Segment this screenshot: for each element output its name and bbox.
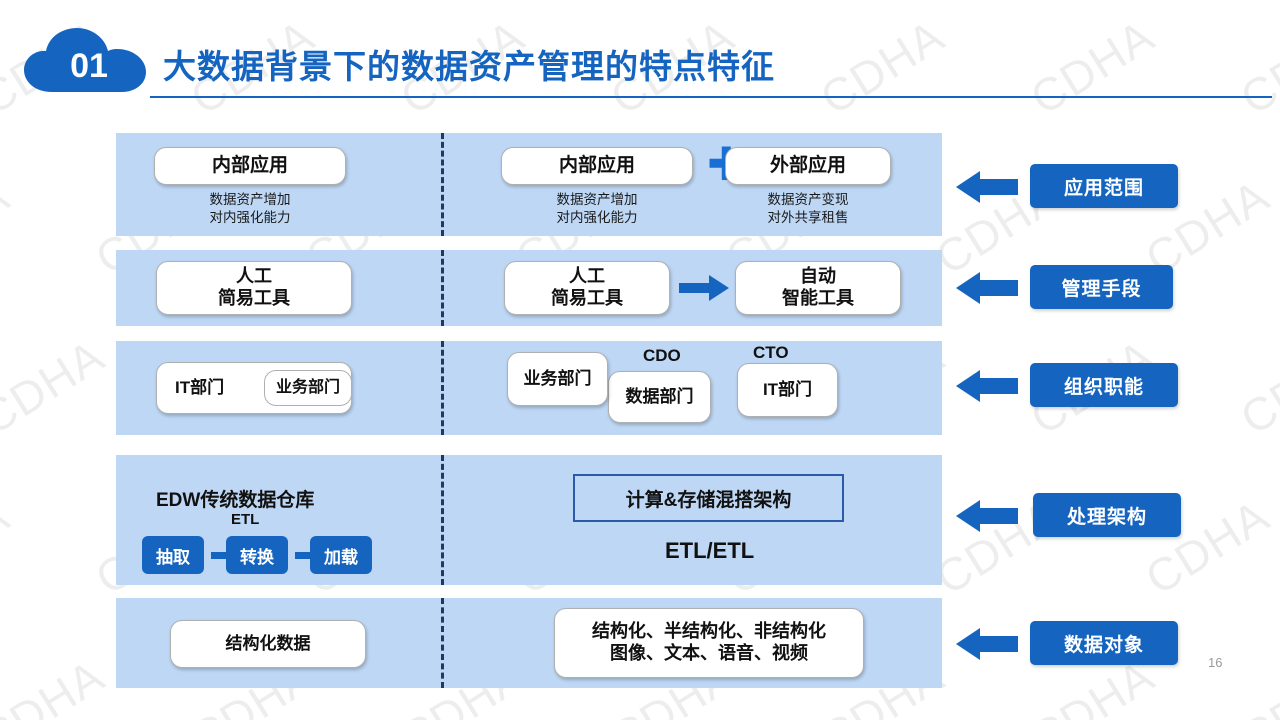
slide-header: 01 大数据背景下的数据资产管理的特点特征: [0, 0, 1280, 110]
title-underline: [150, 96, 1272, 98]
cloud-icon: [24, 28, 146, 92]
box-label: 计算&存储混搭架构: [625, 489, 792, 511]
etl-step-transform: 转换: [226, 536, 288, 574]
box-label-line1: 人工: [569, 266, 605, 287]
box-label-line1: 结构化、半结构化、非结构化: [592, 621, 826, 642]
box-label-line1: 人工: [236, 266, 272, 287]
box-label: 外部应用: [769, 155, 846, 177]
row-divider: [441, 455, 444, 585]
box-business-department-left: 业务部门: [264, 370, 352, 406]
box-hybrid-architecture: 计算&存储混搭架构: [573, 474, 844, 522]
caption-cdo: CDO: [643, 346, 681, 365]
box-label-line1: 自动: [800, 266, 836, 287]
row-processing-architecture: EDW传统数据仓库 ETL 抽取 转换 加载 计算&存储混搭架构 ETL/ETL: [116, 455, 942, 585]
watermark-text: CDHA: [1231, 649, 1280, 720]
step-label: 抽取: [156, 547, 190, 567]
right-arrow-icon-management: [679, 275, 729, 301]
left-arrow-icon-processing-architecture: [956, 500, 1018, 532]
box-external-app: 外部应用: [725, 147, 891, 185]
box-label: IT部门: [762, 379, 813, 399]
box-label-line2: 简易工具: [551, 288, 623, 308]
box-label: 结构化数据: [225, 633, 311, 653]
box-internal-app-right: 内部应用: [501, 147, 693, 185]
watermark-text: CDHA: [0, 169, 18, 285]
row-divider: [441, 250, 444, 326]
box-internal-app-left: 内部应用: [154, 147, 346, 185]
left-arrow-icon-application-scope: [956, 171, 1018, 203]
step-label: 转换: [240, 547, 274, 567]
left-arrow-icon-organization-function: [956, 370, 1018, 402]
left-arrow-icon-management-method: [956, 272, 1018, 304]
box-manual-left: 人工 简易工具: [156, 261, 352, 315]
row-data-object: 结构化数据 结构化、半结构化、非结构化 图像、文本、语音、视频: [116, 598, 942, 688]
box-automatic-right: 自动 智能工具: [735, 261, 901, 315]
box-business-department-right: 业务部门: [507, 352, 608, 406]
row-label-organization-function[interactable]: 组织职能: [1030, 363, 1178, 407]
watermark-text: CDHA: [0, 329, 113, 445]
row-divider: [441, 598, 444, 688]
watermark-text: CDHA: [0, 489, 18, 605]
caption-cto: CTO: [753, 343, 789, 362]
box-data-department: 数据部门: [608, 371, 711, 423]
page-title: 大数据背景下的数据资产管理的特点特征: [163, 48, 775, 85]
row-management-method: 人工 简易工具 人工 简易工具 自动 智能工具: [116, 250, 942, 326]
etl-step-load: 加载: [310, 536, 372, 574]
etl-subheading: ETL: [231, 511, 260, 528]
left-arrow-icon-data-object: [956, 628, 1018, 660]
sub-internal-app-right: 数据资产增加 对内强化能力: [556, 192, 638, 226]
box-label: 数据部门: [625, 386, 694, 406]
box-label: 内部应用: [558, 155, 635, 177]
box-label: IT部门: [175, 377, 225, 397]
box-it-department-right: IT部门: [737, 363, 838, 417]
step-label: 加载: [324, 547, 358, 567]
row-label-data-object[interactable]: 数据对象: [1030, 621, 1178, 665]
row-label-processing-architecture[interactable]: 处理架构: [1033, 493, 1181, 537]
box-label: 业务部门: [275, 379, 340, 397]
row-divider: [441, 133, 444, 236]
etl-etl-caption: ETL/ETL: [665, 538, 755, 563]
row-organization-function: IT部门 业务部门 业务部门 CDO 数据部门 CTO IT部门: [116, 341, 942, 435]
row-label-management-method[interactable]: 管理手段: [1030, 265, 1173, 309]
etl-step-extract: 抽取: [142, 536, 204, 574]
watermark-text: CDHA: [0, 649, 113, 720]
box-label-line2: 图像、文本、语音、视频: [610, 643, 808, 663]
badge-number: 01: [70, 46, 108, 85]
box-label-line2: 简易工具: [218, 288, 290, 308]
watermark-text: CDHA: [1231, 329, 1280, 445]
row-application-scope: 内部应用 数据资产增加 对内强化能力 内部应用 数据资产增加 对内强化能力 ✚ …: [116, 133, 942, 236]
box-label-line2: 智能工具: [782, 288, 854, 308]
row-label-application-scope[interactable]: 应用范围: [1030, 164, 1178, 208]
edw-heading: EDW传统数据仓库: [156, 490, 315, 511]
sub-internal-app-left: 数据资产增加 对内强化能力: [209, 192, 291, 226]
sub-external-app: 数据资产变现 对外共享租售: [767, 192, 849, 226]
box-structured-data: 结构化数据: [170, 620, 366, 668]
box-label: 业务部门: [523, 368, 592, 388]
row-divider: [441, 341, 444, 435]
box-manual-right: 人工 简易工具: [504, 261, 670, 315]
cloud-badge: 01: [22, 26, 154, 96]
page-number: 16: [1208, 655, 1223, 670]
box-data-types: 结构化、半结构化、非结构化 图像、文本、语音、视频: [554, 608, 864, 678]
box-label: 内部应用: [211, 155, 288, 177]
